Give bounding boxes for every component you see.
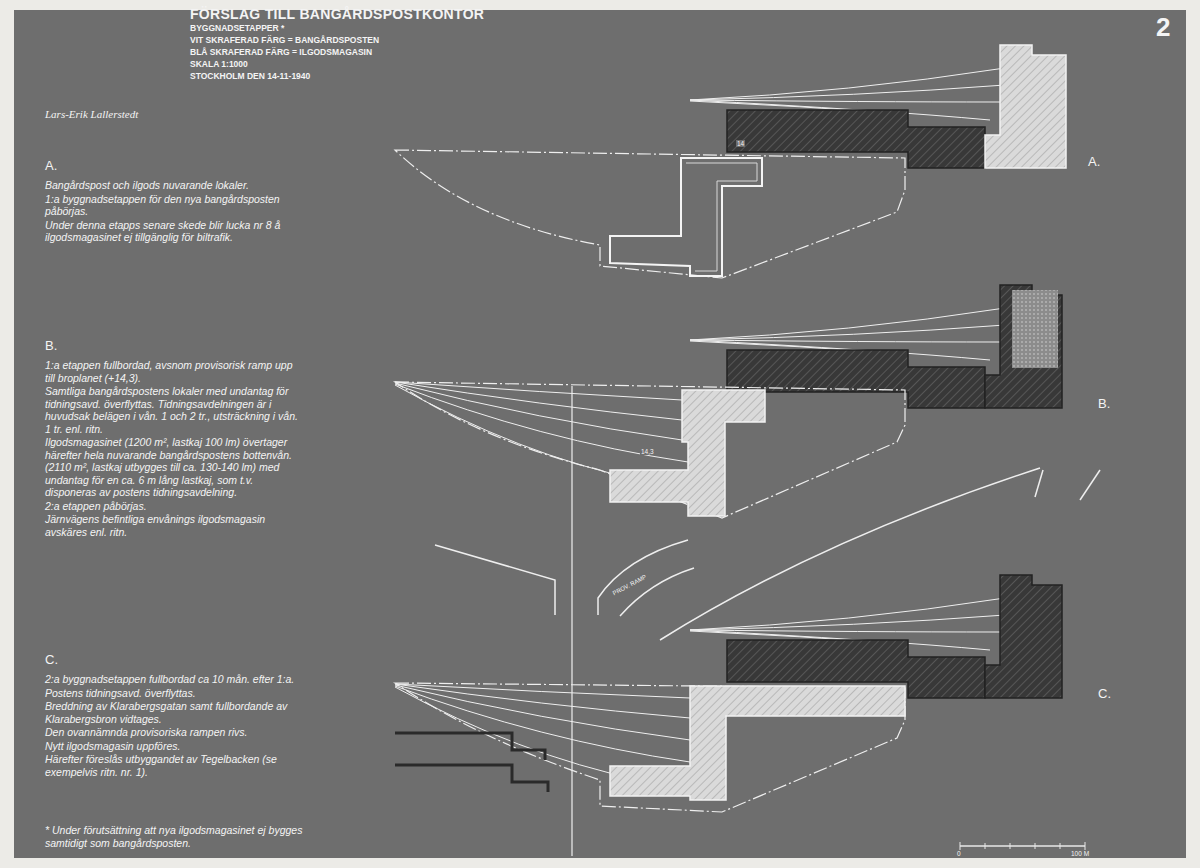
panel-b bbox=[395, 285, 1100, 856]
stage-note: Under denna etapps senare skede blir luc… bbox=[45, 219, 290, 244]
track-line bbox=[690, 615, 1005, 630]
stage-note: Ilgodsmagasinet (1200 m², lastkaj 100 lm… bbox=[45, 436, 300, 499]
stage-note: Järnvägens befintliga envånings ilgodsma… bbox=[45, 513, 300, 538]
survey-line bbox=[571, 386, 572, 856]
new-post-outline bbox=[610, 158, 762, 276]
scale-line bbox=[960, 845, 1085, 847]
scale-number: 0 bbox=[956, 850, 962, 857]
site-boundary bbox=[395, 382, 905, 518]
track-line bbox=[690, 100, 1000, 102]
stage-note: 1:a etappen fullbordad, avsnom provisori… bbox=[45, 359, 300, 384]
track-line bbox=[690, 340, 1000, 342]
text-column: * Under förutsättning att nya ilgodsmaga… bbox=[45, 824, 307, 850]
legend-note: VIT SKRAFERAD FÄRG = BANGÅRDSPOSTEN bbox=[190, 34, 510, 46]
track-line bbox=[395, 686, 690, 762]
level-mark: 14 bbox=[736, 140, 745, 147]
track-line bbox=[395, 684, 690, 718]
stage-note: Nytt ilgodsmagasin uppföres. bbox=[45, 740, 300, 753]
track-line bbox=[395, 385, 640, 480]
stage-note: Bangårdspost och ilgods nuvarande lokale… bbox=[45, 179, 290, 192]
drawing-sheet bbox=[14, 10, 1186, 858]
track-line bbox=[395, 684, 690, 698]
text-column: C. 2:a byggnadsetappen fullbordad ca 10 m… bbox=[45, 652, 300, 779]
new-goods-depot-outline bbox=[395, 733, 545, 760]
track-line bbox=[690, 308, 1005, 340]
panel-letter: C. bbox=[1098, 686, 1111, 701]
ramp-label: PROV. RAMP bbox=[610, 573, 649, 598]
post-office-building bbox=[610, 390, 765, 516]
goods-depot-building bbox=[985, 575, 1062, 698]
goods-depot-building bbox=[985, 285, 1062, 408]
scale-bar bbox=[960, 842, 1085, 850]
stage-heading: A. bbox=[45, 158, 290, 173]
newspaper-section-area bbox=[1012, 290, 1058, 368]
stage-note: 1:a byggnadsetappen för den nya bangårds… bbox=[45, 193, 290, 218]
stage-note: Samtliga bangårdspostens lokaler med und… bbox=[45, 385, 300, 435]
scale-number: 100 M bbox=[1070, 850, 1090, 857]
street-edge bbox=[435, 545, 555, 615]
post-office-building bbox=[985, 45, 1066, 168]
track-line bbox=[395, 383, 682, 440]
street-edge bbox=[1080, 470, 1100, 500]
stage-note: 2:a byggnadsetappen fullbordad ca 10 mån… bbox=[45, 673, 300, 686]
panel-letter: B. bbox=[1098, 396, 1110, 411]
panel-c bbox=[395, 575, 1062, 812]
panel-a bbox=[395, 45, 1066, 278]
new-goods-depot-outline bbox=[395, 765, 548, 792]
street-edge bbox=[660, 468, 1040, 640]
goods-depot-building bbox=[727, 110, 985, 168]
signature: Lars-Erik Lallerstedt bbox=[45, 108, 138, 120]
track-line bbox=[395, 382, 682, 420]
level-mark: 14,3 bbox=[640, 448, 655, 455]
legend-note: BLÅ SKRAFERAD FÄRG = ILGODSMAGASIN bbox=[190, 46, 510, 58]
panel-letter: A. bbox=[1088, 154, 1100, 169]
text-column: B. 1:a etappen fullbordad, avsnom proviso… bbox=[45, 338, 300, 539]
track-line bbox=[690, 630, 1000, 632]
stage-note: Breddning av Klarabergsgatan samt fullbo… bbox=[45, 700, 300, 725]
text-column: BYGGNADSETAPPER *VIT SKRAFERAD FÄRG = BA… bbox=[190, 22, 510, 82]
site-boundary bbox=[395, 683, 905, 812]
stage-heading: B. bbox=[45, 338, 300, 353]
track-line bbox=[395, 384, 688, 462]
stage-note: Härefter föreslås utbyggandet av Tegelba… bbox=[45, 753, 300, 778]
sheet-number: 2 bbox=[1156, 12, 1170, 43]
track-line bbox=[690, 85, 1005, 100]
street-edge bbox=[1035, 470, 1043, 497]
stage-heading: C. bbox=[45, 652, 300, 667]
scale-note: SKALA 1:1000 bbox=[190, 58, 510, 70]
post-office-building bbox=[610, 686, 905, 800]
stage-note: Postens tidningsavd. överflyttas. bbox=[45, 687, 300, 700]
track-line bbox=[690, 598, 1005, 630]
text-column: A. Bangårdspost och ilgods nuvarande loka… bbox=[45, 158, 290, 245]
new-post-outline bbox=[686, 163, 757, 271]
date-note: STOCKHOLM DEN 14-11-1940 bbox=[190, 70, 510, 82]
ramp-edge bbox=[598, 540, 688, 615]
track-line bbox=[690, 68, 1005, 100]
stage-note: Den ovannämnda provisoriska rampen rivs. bbox=[45, 726, 300, 739]
stage-note: 2:a etappen påbörjas. bbox=[45, 500, 300, 513]
scale-ticks bbox=[960, 842, 1085, 850]
site-boundary bbox=[395, 150, 905, 278]
footnote: * Under förutsättning att nya ilgodsmaga… bbox=[45, 824, 307, 849]
track-line bbox=[395, 382, 682, 400]
drawing-title: FÖRSLAG TILL BANGÅRDSPOSTKONTOR bbox=[190, 6, 484, 22]
header-line: BYGGNADSETAPPER * bbox=[190, 22, 510, 34]
ramp-edge bbox=[620, 568, 694, 616]
track-line bbox=[690, 325, 1005, 340]
